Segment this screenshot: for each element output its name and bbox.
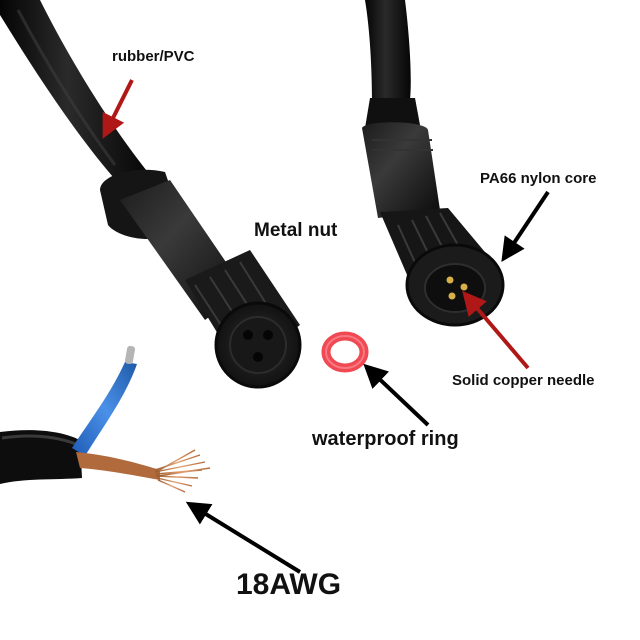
male-connector-body <box>362 98 505 327</box>
arrow-waterproof-ring <box>363 363 430 427</box>
label-rubber-pvc: rubber/PVC <box>112 48 195 65</box>
female-connector-cable <box>0 0 150 185</box>
female-connector-body <box>100 169 302 389</box>
arrow-pa66-nylon-core <box>501 190 550 262</box>
arrow-rubber-pvc <box>102 79 134 139</box>
copper-strands <box>154 449 211 493</box>
label-waterproof-ring: waterproof ring <box>312 428 459 450</box>
arrow-18awg <box>185 501 302 574</box>
label-pa66-nylon-core: PA66 nylon core <box>480 170 597 187</box>
label-metal-nut: Metal nut <box>254 220 338 241</box>
stripped-wire <box>0 345 211 493</box>
waterproof-o-ring <box>321 331 369 373</box>
male-connector-cable <box>365 0 411 102</box>
label-18awg: 18AWG <box>236 568 342 601</box>
arrow-solid-copper-needle <box>462 290 530 370</box>
label-solid-copper-needle: Solid copper needle <box>452 372 595 389</box>
